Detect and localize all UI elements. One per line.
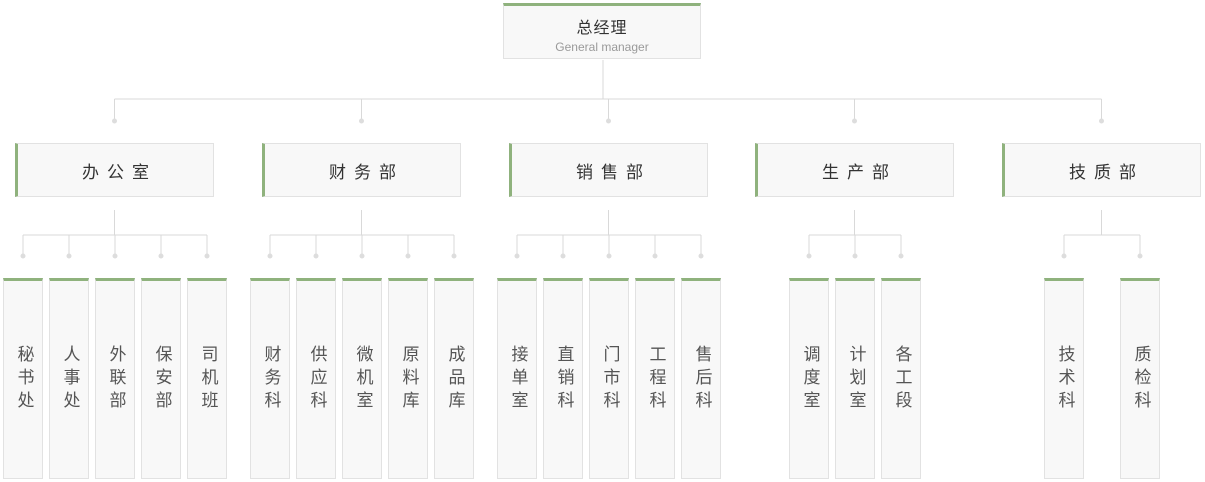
connector-dot <box>606 253 612 259</box>
sub-unit-box: 外联部 <box>95 278 135 479</box>
department-label: 技质部 <box>1069 162 1144 183</box>
department-label: 生产部 <box>822 162 897 183</box>
connector-dot <box>1099 118 1104 124</box>
sub-unit-box: 财务科 <box>250 278 290 479</box>
connector-dot <box>1061 253 1067 259</box>
connector-dot <box>652 253 658 259</box>
sub-unit-label: 售后科 <box>691 345 712 414</box>
sub-unit-box: 保安部 <box>141 278 181 479</box>
connector-dot <box>112 118 117 124</box>
general-manager-subtitle: General manager <box>555 40 649 54</box>
sub-unit-label: 工程科 <box>645 345 666 414</box>
connector-dot <box>405 253 411 259</box>
sub-unit-box: 供应科 <box>296 278 336 479</box>
connector-dot <box>204 253 210 259</box>
connector-dot <box>112 253 118 259</box>
sub-unit-label: 司机班 <box>197 345 218 414</box>
connector-dot <box>267 253 273 259</box>
sub-unit-box: 成品库 <box>434 278 474 479</box>
sub-unit-box: 直销科 <box>543 278 583 479</box>
sub-unit-label: 财务科 <box>260 345 281 414</box>
department-box: 办公室 <box>15 143 214 197</box>
sub-unit-label: 成品库 <box>444 345 465 414</box>
connector-dot <box>313 253 319 259</box>
connector-dot <box>898 253 904 259</box>
department-label: 销售部 <box>576 162 651 183</box>
connector-dot <box>698 253 704 259</box>
sub-unit-label: 外联部 <box>105 345 126 414</box>
sub-unit-box: 工程科 <box>635 278 675 479</box>
sub-unit-box: 司机班 <box>187 278 227 479</box>
sub-unit-label: 保安部 <box>151 345 172 414</box>
sub-unit-label: 秘书处 <box>13 345 34 414</box>
connector-dot <box>359 253 365 259</box>
connector-dot <box>66 253 72 259</box>
sub-unit-label: 各工段 <box>891 345 912 414</box>
sub-unit-label: 门市科 <box>599 345 620 414</box>
sub-unit-label: 计划室 <box>845 345 866 414</box>
connector-dot <box>359 118 364 124</box>
sub-unit-box: 接单室 <box>497 278 537 479</box>
sub-unit-box: 各工段 <box>881 278 921 479</box>
connector-dot <box>514 253 520 259</box>
sub-unit-box: 微机室 <box>342 278 382 479</box>
sub-unit-box: 质检科 <box>1120 278 1160 479</box>
connector-dot <box>852 118 857 124</box>
connector-dot <box>560 253 566 259</box>
general-manager-title: 总经理 <box>576 18 628 37</box>
sub-unit-box: 技术科 <box>1044 278 1084 479</box>
connector-dot <box>852 253 858 259</box>
connector-dot <box>606 118 611 124</box>
sub-unit-box: 门市科 <box>589 278 629 479</box>
department-label: 办公室 <box>82 162 157 183</box>
department-label: 财务部 <box>329 162 404 183</box>
general-manager-box: 总经理 General manager <box>503 3 701 59</box>
sub-unit-label: 接单室 <box>507 345 528 414</box>
connector-dot <box>20 253 26 259</box>
sub-unit-box: 原料库 <box>388 278 428 479</box>
connector-dot <box>1137 253 1143 259</box>
connector-dot <box>158 253 164 259</box>
sub-unit-box: 计划室 <box>835 278 875 479</box>
department-box: 技质部 <box>1002 143 1201 197</box>
department-box: 销售部 <box>509 143 708 197</box>
sub-unit-label: 调度室 <box>799 345 820 414</box>
connector-dot <box>451 253 457 259</box>
sub-unit-label: 质检科 <box>1130 345 1151 414</box>
sub-unit-box: 秘书处 <box>3 278 43 479</box>
sub-unit-box: 售后科 <box>681 278 721 479</box>
department-box: 生产部 <box>755 143 954 197</box>
sub-unit-label: 微机室 <box>352 345 373 414</box>
department-box: 财务部 <box>262 143 461 197</box>
sub-unit-box: 调度室 <box>789 278 829 479</box>
sub-unit-box: 人事处 <box>49 278 89 479</box>
sub-unit-label: 直销科 <box>553 345 574 414</box>
sub-unit-label: 人事处 <box>59 345 80 414</box>
connector-dot <box>806 253 812 259</box>
sub-unit-label: 原料库 <box>398 345 419 414</box>
sub-unit-label: 技术科 <box>1054 345 1075 414</box>
sub-unit-label: 供应科 <box>306 345 327 414</box>
